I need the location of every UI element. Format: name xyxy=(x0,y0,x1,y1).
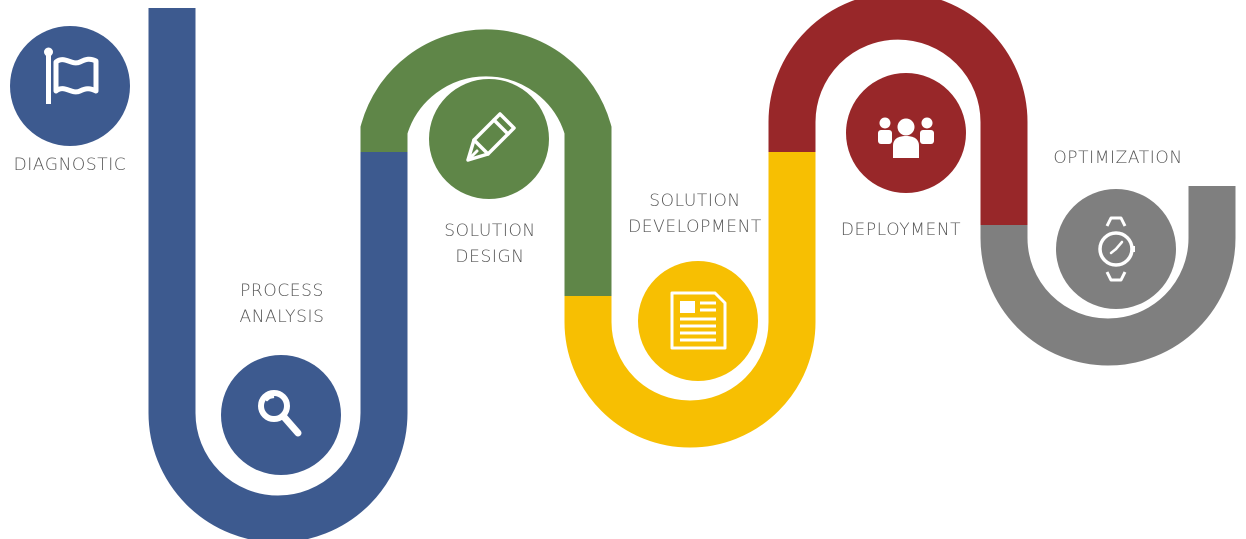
step-label-solution-design-line-2: DESIGN xyxy=(455,247,525,267)
magnifier-icon xyxy=(258,390,302,437)
flag-icon xyxy=(44,47,99,104)
step-label-optimization: OPTIMIZATION xyxy=(1036,145,1200,171)
step-label-solution-development-line-1: SOLUTION xyxy=(649,191,741,211)
step-label-diagnostic-line-1: DIAGNOSTIC xyxy=(13,155,127,175)
step-label-diagnostic: DIAGNOSTIC xyxy=(6,152,134,178)
path-segment-gray xyxy=(980,186,1236,366)
step-label-solution-development-line-2: DEVELOPMENT xyxy=(628,217,762,237)
pencil-icon xyxy=(466,112,516,162)
step-circle-solution-development xyxy=(638,261,758,381)
step-label-process-analysis-line-1: PROCESS xyxy=(240,281,324,301)
step-label-process-analysis: PROCESS ANALYSIS xyxy=(218,278,346,330)
path-segment-red xyxy=(768,0,1028,225)
people-icon xyxy=(878,117,934,158)
roadmap-path xyxy=(148,0,1236,539)
step-label-optimization-line-1: OPTIMIZATION xyxy=(1053,148,1183,168)
path-segment-blue xyxy=(148,8,408,539)
step-label-process-analysis-line-2: ANALYSIS xyxy=(239,307,325,327)
step-label-solution-design: SOLUTION DESIGN xyxy=(425,218,555,270)
path-segment-yellow xyxy=(564,152,816,448)
step-label-deployment: DEPLOYMENT xyxy=(826,217,976,243)
step-label-deployment-line-1: DEPLOYMENT xyxy=(840,220,962,240)
step-label-solution-design-line-1: SOLUTION xyxy=(444,221,536,241)
path-segment-green xyxy=(360,29,612,296)
step-circle-diagnostic xyxy=(10,26,130,146)
step-label-solution-development: SOLUTION DEVELOPMENT xyxy=(612,188,778,240)
document-icon xyxy=(670,291,727,350)
watch-icon xyxy=(1098,216,1135,282)
step-circle-solution-design xyxy=(429,79,549,199)
